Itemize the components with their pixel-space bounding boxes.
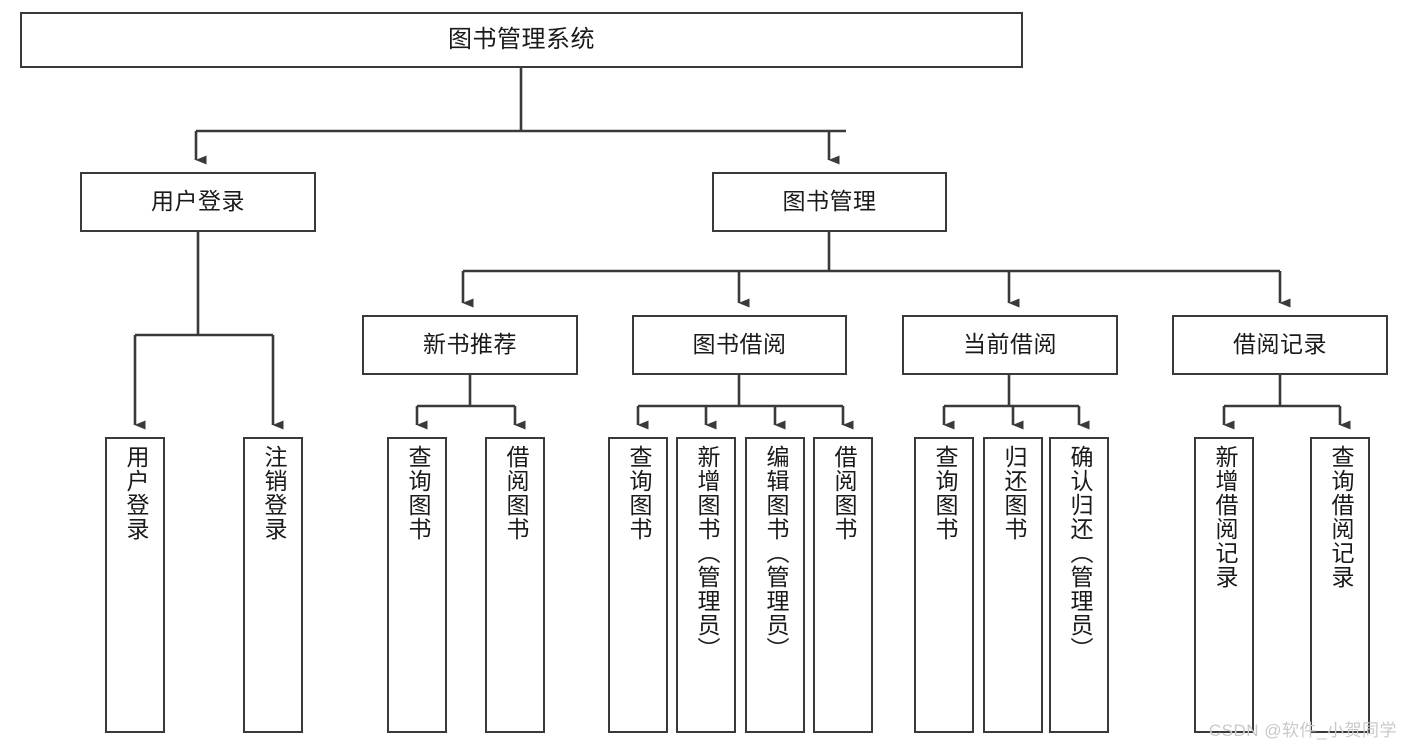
node-leaf-borrow-book-1[interactable]: 借阅图书 (485, 437, 545, 733)
node-leaf-query-record[interactable]: 查询借阅记录 (1310, 437, 1370, 733)
node-leaf-return-book-label: 归还图书 (1000, 445, 1027, 541)
node-leaf-add-book-label: 新增图书（管理员） (693, 445, 720, 661)
node-new-book-recommend[interactable]: 新书推荐 (362, 315, 578, 375)
csdn-watermark: CSDN @软件_小贺同学 (1208, 721, 1397, 740)
node-leaf-add-record-label: 新增借阅记录 (1211, 445, 1238, 589)
node-leaf-edit-book-label: 编辑图书（管理员） (762, 445, 789, 661)
node-leaf-query-book-2-label: 查询图书 (625, 445, 652, 541)
node-book-manage[interactable]: 图书管理 (712, 172, 947, 232)
node-leaf-add-book[interactable]: 新增图书（管理员） (676, 437, 736, 733)
node-leaf-confirm-return-label: 确认归还（管理员） (1066, 445, 1093, 661)
node-book-borrow-label: 图书借阅 (692, 331, 787, 358)
node-leaf-return-book[interactable]: 归还图书 (983, 437, 1043, 733)
node-leaf-confirm-return[interactable]: 确认归还（管理员） (1049, 437, 1109, 733)
node-leaf-logout[interactable]: 注销登录 (243, 437, 303, 733)
node-leaf-query-book-3-label: 查询图书 (931, 445, 958, 541)
node-leaf-logout-label: 注销登录 (260, 445, 287, 541)
node-leaf-query-book-2[interactable]: 查询图书 (608, 437, 668, 733)
node-leaf-borrow-book-2[interactable]: 借阅图书 (813, 437, 873, 733)
node-book-manage-label: 图书管理 (782, 188, 877, 215)
node-root-system-label: 图书管理系统 (448, 25, 595, 53)
node-leaf-user-login[interactable]: 用户登录 (105, 437, 165, 733)
node-borrow-record[interactable]: 借阅记录 (1172, 315, 1388, 375)
node-borrow-record-label: 借阅记录 (1233, 331, 1327, 358)
node-leaf-query-book-1[interactable]: 查询图书 (387, 437, 447, 733)
node-user-login-label: 用户登录 (151, 188, 245, 215)
node-leaf-query-book-3[interactable]: 查询图书 (914, 437, 974, 733)
node-leaf-edit-book[interactable]: 编辑图书（管理员） (745, 437, 805, 733)
node-leaf-query-record-label: 查询借阅记录 (1327, 445, 1354, 589)
node-book-borrow[interactable]: 图书借阅 (632, 315, 847, 375)
node-leaf-add-record[interactable]: 新增借阅记录 (1194, 437, 1254, 733)
node-new-book-recommend-label: 新书推荐 (423, 331, 517, 358)
node-user-login[interactable]: 用户登录 (80, 172, 316, 232)
node-current-borrow-label: 当前借阅 (963, 331, 1057, 358)
node-leaf-user-login-label: 用户登录 (122, 445, 149, 541)
node-leaf-borrow-book-1-label: 借阅图书 (502, 445, 529, 541)
node-leaf-borrow-book-2-label: 借阅图书 (830, 445, 857, 541)
node-leaf-query-book-1-label: 查询图书 (404, 445, 431, 541)
node-current-borrow[interactable]: 当前借阅 (902, 315, 1118, 375)
node-root-system[interactable]: 图书管理系统 (20, 12, 1023, 68)
